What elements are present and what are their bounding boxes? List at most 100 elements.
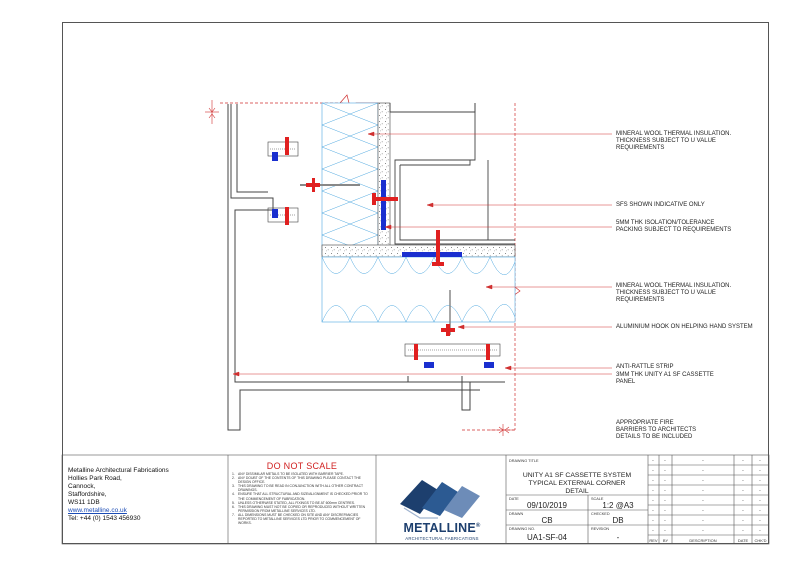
svg-text:-: - (759, 518, 761, 524)
svg-text:-: - (759, 478, 761, 484)
address-line-3: Staffordshire, (68, 491, 107, 498)
cassette-panel-bottom (407, 376, 505, 411)
svg-text:-: - (759, 488, 761, 494)
note-item: 4.ENSURE THAT ALL STRUCTURAL AND SIZE/AL… (232, 492, 368, 501)
checked-value: DB (612, 516, 624, 525)
callout-sfs: SFS SHOWN INDICATIVE ONLY (616, 202, 705, 208)
callout-anti-rattle: ANTI-RATTLE STRIP (616, 364, 674, 370)
svg-text:-: - (652, 488, 654, 494)
drawing-no-label: DRAWING No. (509, 527, 536, 531)
revision-table-placeholders: - - - - - - - - - - - - - - - - - - - - - - - - - - - - - - - - - -… (652, 458, 761, 534)
callout-packing: 5MM THK ISOLATION/TOLERANCE PACKING SUBJ… (616, 220, 732, 233)
svg-text:-: - (759, 498, 761, 504)
address-line-2: Cannock, (68, 483, 96, 490)
note-item: 3.THIS DRAWING TO BE READ IN CONJUNCTION… (232, 484, 364, 493)
brand-name: METALLINE® (403, 521, 481, 535)
bracket-upper-left (267, 137, 299, 161)
bracket-lower-left (267, 207, 299, 225)
svg-text:-: - (652, 518, 654, 524)
drawing-border (62, 22, 769, 544)
dashed-outline (220, 102, 516, 431)
svg-text:-: - (742, 508, 744, 514)
fixing-bolts (300, 178, 444, 266)
sfs-frame (389, 103, 515, 245)
svg-text:-: - (664, 498, 666, 504)
svg-text:-: - (664, 518, 666, 524)
note-item: 7.ALL DIMENSIONS MUST BE CHECKED ON SITE… (232, 512, 361, 526)
svg-text:-: - (742, 478, 744, 484)
phone-number: Tel: +44 (0) 1543 456930 (68, 515, 141, 522)
svg-text:-: - (702, 468, 704, 474)
insulation-lower (321, 256, 516, 323)
checked-label: CHECKED (591, 512, 610, 516)
svg-text:-: - (702, 478, 704, 484)
svg-text:-: - (759, 468, 761, 474)
svg-text:-: - (652, 528, 654, 534)
svg-text:-: - (702, 488, 704, 494)
logo-mark-icon (400, 480, 480, 519)
date-value: 09/10/2019 (526, 501, 568, 510)
svg-text:-: - (702, 508, 704, 514)
scale-value: 1:2 @A3 (602, 501, 634, 510)
drawn-value: CB (541, 516, 553, 525)
svg-text:-: - (652, 508, 654, 514)
svg-text:-: - (652, 498, 654, 504)
svg-text:-: - (702, 498, 704, 504)
note-item: 2.ANY DOUBT OF THE CONTENTS OF THIS DRAW… (232, 476, 361, 485)
svg-text:-: - (742, 458, 744, 464)
svg-text:-: - (759, 508, 761, 514)
title-block-grid (61, 454, 770, 545)
by-header: BY (662, 538, 669, 543)
svg-text:-: - (664, 478, 666, 484)
note-item: 1.ANY DISSIMILAR METALS TO BE ISOLATED W… (232, 472, 344, 476)
revision-label: REVISION (591, 527, 610, 531)
drawn-label: DRAWN (509, 512, 524, 516)
svg-text:-: - (742, 488, 744, 494)
company-name: Metalline Architectural Fabrications (68, 467, 169, 474)
rev-header: REV (649, 538, 658, 543)
scale-label: SCALE (591, 497, 604, 501)
svg-text:-: - (664, 508, 666, 514)
svg-text:-: - (652, 468, 654, 474)
drawing-no-value: UA1-SF-04 (526, 533, 567, 542)
address-line-4: WS11 1DB (68, 499, 100, 506)
checked-header: CHK'D (754, 538, 767, 543)
svg-text:-: - (652, 478, 654, 484)
svg-text:-: - (664, 488, 666, 494)
bracket-bottom (404, 290, 501, 368)
callout-panel: 3MM THK UNITY A1 SF CASSETTE PANEL (616, 372, 714, 385)
date-label: DATE (509, 497, 519, 501)
svg-text:-: - (759, 528, 761, 534)
drawing-title-label: DRAWING TITLE (509, 459, 539, 463)
leader-lines (232, 131, 612, 377)
svg-text:-: - (742, 498, 744, 504)
callout-mineral-wool-lower: MINERAL WOOL THERMAL INSULATION. THICKNE… (616, 283, 732, 303)
website-link[interactable]: www.metalline.co.uk (68, 507, 127, 514)
svg-text:-: - (742, 518, 744, 524)
substrate-vertical (377, 102, 391, 256)
packing-vertical (381, 180, 386, 230)
svg-text:-: - (664, 468, 666, 474)
callout-mineral-wool-upper: MINERAL WOOL THERMAL INSULATION. THICKNE… (616, 131, 732, 151)
drawing-notes: 1.ANY DISSIMILAR METALS TO BE ISOLATED W… (232, 472, 372, 525)
description-header: DESCRIPTION (689, 538, 717, 543)
note-item: 6.THIS DRAWING MUST NOT BE COPIED OR REP… (232, 504, 366, 513)
revision-value: - (616, 533, 620, 542)
svg-text:-: - (742, 468, 744, 474)
do-not-scale-heading: DO NOT SCALE (266, 461, 338, 471)
svg-text:-: - (702, 528, 704, 534)
company-address: Metalline Architectural Fabrications Hol… (68, 467, 169, 523)
svg-text:-: - (652, 458, 654, 464)
svg-text:-: - (742, 528, 744, 534)
brand-subtitle: ARCHITECTURAL FABRICATIONS (405, 536, 479, 541)
dimension-marker-bottom (490, 424, 514, 436)
metalline-logo (392, 470, 492, 545)
callout-hook: ALUMINIUM HOOK ON HELPING HAND SYSTEM (616, 324, 753, 330)
dimension-marker-left (205, 100, 219, 124)
svg-text:-: - (702, 458, 704, 464)
insulation-upper (321, 102, 379, 256)
note-item: 5.UNLESS OTHERWISE STATED, ALL FIXINGS T… (232, 500, 356, 505)
drawing-title: UNITY A1 SF CASSETTE SYSTEM TYPICAL EXTE… (522, 472, 632, 495)
